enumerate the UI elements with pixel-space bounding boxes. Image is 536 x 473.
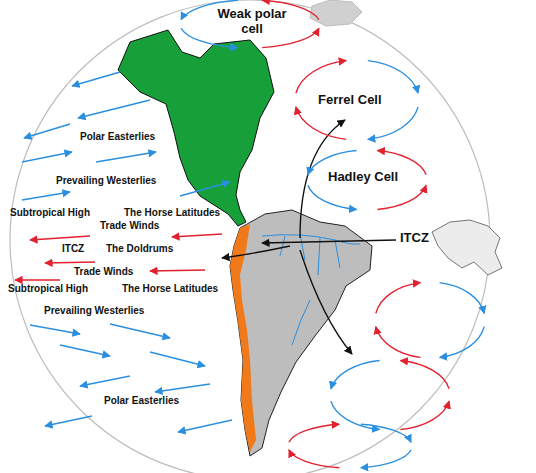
- cell-arrow: [368, 107, 418, 139]
- cell-arrow: [376, 283, 421, 314]
- wind-label: Trade Winds: [74, 266, 133, 278]
- wind-label: Subtropical High: [8, 283, 88, 295]
- greenland-blob: [310, 0, 362, 26]
- cell-arrow: [181, 28, 238, 47]
- globe-outline: [10, 0, 490, 473]
- europe-africa-sketch: [432, 220, 502, 275]
- cell-arrow: [296, 61, 346, 94]
- cell-arrow: [289, 450, 339, 468]
- cell-arrow: [361, 424, 411, 442]
- wind-label: Polar Easterlies: [80, 131, 155, 143]
- cell-arrow: [440, 327, 485, 358]
- cell-arrow: [368, 61, 418, 94]
- cell-arrow: [296, 107, 346, 139]
- cell-arrow: [377, 185, 426, 209]
- cell-arrow: [289, 424, 339, 442]
- cell-arrow: [440, 283, 485, 314]
- wind-label: The Doldrums: [106, 243, 173, 255]
- wind-label: Subtropical High: [10, 207, 90, 219]
- wind-label: Prevailing Westerlies: [56, 175, 156, 187]
- cell-arrow: [376, 327, 421, 358]
- wind-label: Prevailing Westerlies: [44, 305, 144, 317]
- cell-arrow: [331, 361, 380, 389]
- cell-arrow: [361, 450, 411, 468]
- itcz-arrows: [222, 120, 396, 354]
- wind-label: Trade Winds: [100, 220, 159, 232]
- wind-label: Polar Easterlies: [104, 395, 179, 407]
- cell-arrow: [400, 401, 449, 429]
- cell-label: Ferrel Cell: [318, 93, 382, 108]
- rivers: [262, 234, 360, 345]
- surface-winds: [15, 72, 232, 432]
- cell-label: ITCZ: [400, 231, 429, 246]
- wind-label: The Horse Latitudes: [122, 283, 218, 295]
- wind-label: ITCZ: [62, 243, 84, 255]
- north-america: [118, 30, 274, 226]
- circulation-cells: [181, 0, 484, 467]
- cell-label: Weak polar cell: [212, 7, 292, 37]
- wind-label: The Horse Latitudes: [124, 207, 220, 219]
- cell-arrow: [262, 28, 319, 47]
- andes: [230, 224, 256, 452]
- cell-arrow: [400, 361, 449, 389]
- south-america: [230, 210, 372, 456]
- cell-arrow: [308, 185, 357, 209]
- cell-label: Hadley Cell: [328, 170, 398, 185]
